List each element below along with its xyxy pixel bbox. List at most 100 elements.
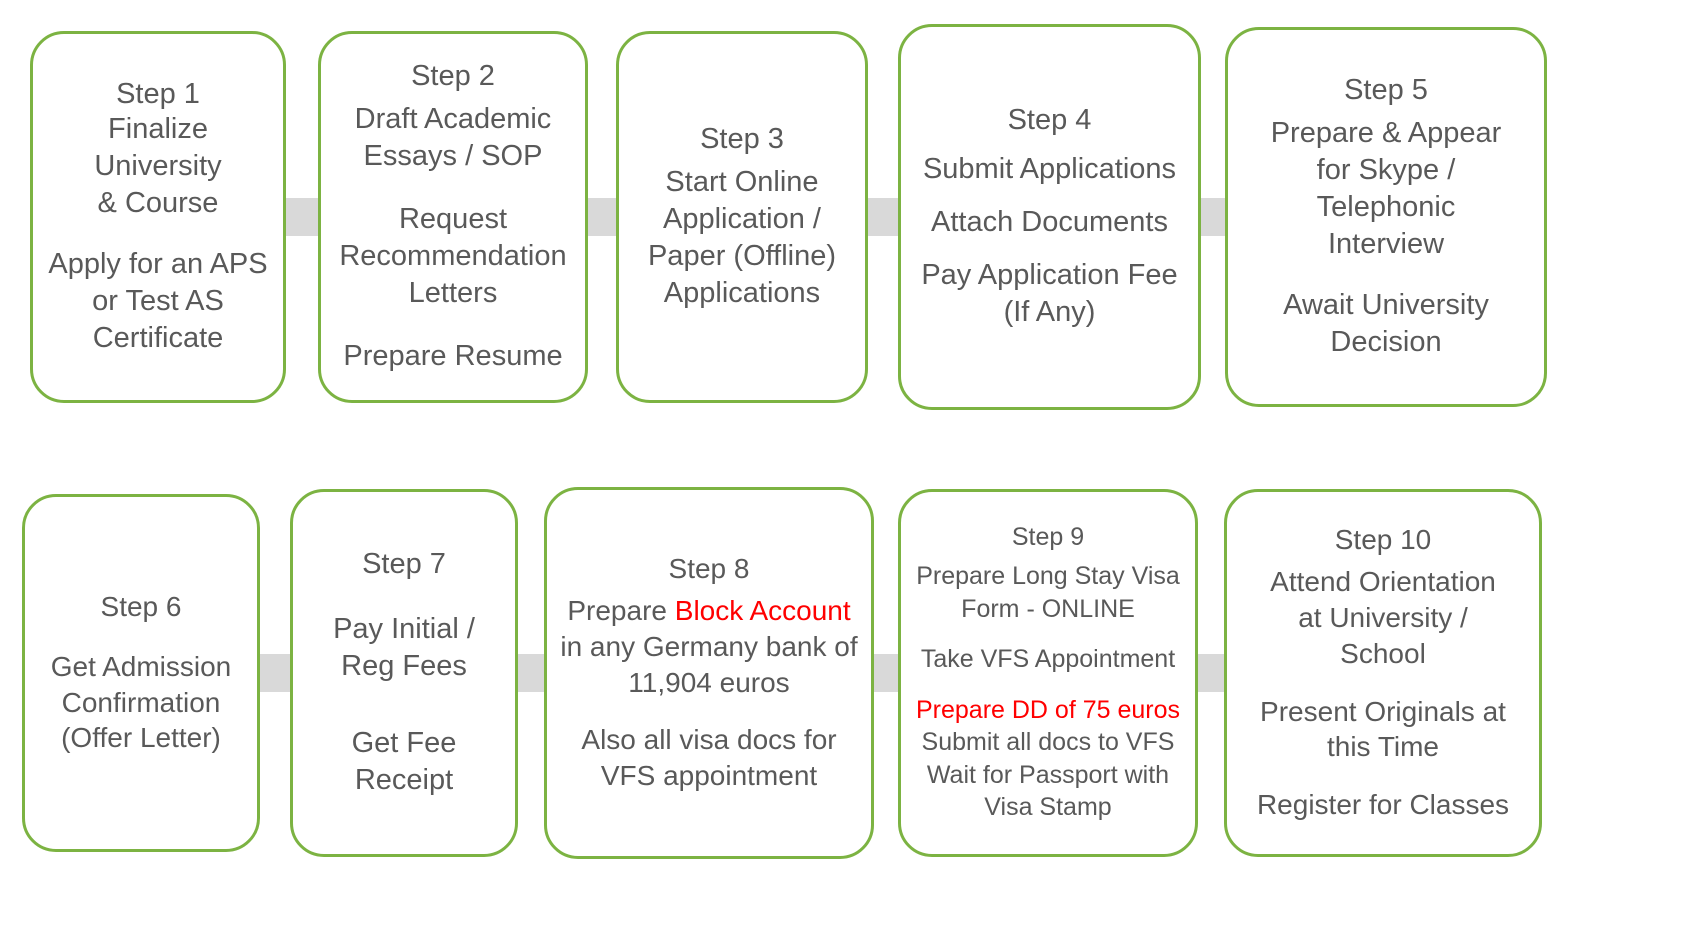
step-line: at University / bbox=[1298, 601, 1468, 633]
step-title: Step 3 bbox=[700, 122, 784, 155]
step-body-block: Prepare Block Account in any Germany ban… bbox=[555, 593, 863, 700]
step-line: Paper (Offline) bbox=[647, 240, 837, 273]
step-line: Prepare Long Stay Visa bbox=[916, 562, 1180, 590]
step-body-block: Get Admission Confirmation (Offer Letter… bbox=[51, 649, 232, 756]
step-text-highlight: Block Account bbox=[674, 594, 851, 626]
step-line: Present Originals at bbox=[1260, 695, 1506, 727]
step-body-block: Attend Orientation at University / Schoo… bbox=[1270, 564, 1496, 671]
step-title: Step 1 bbox=[116, 77, 200, 110]
step-line: Apply for an APS bbox=[48, 248, 268, 281]
step-title: Step 6 bbox=[100, 590, 182, 622]
step-card-9[interactable]: Step 9 Prepare Long Stay Visa Form - ONL… bbox=[898, 489, 1198, 857]
step-line: Await University bbox=[1283, 289, 1489, 322]
step-card-5[interactable]: Step 5 Prepare & Appear for Skype / Tele… bbox=[1225, 27, 1547, 407]
connector-6-7 bbox=[260, 654, 290, 692]
step-line: Finalize bbox=[108, 112, 208, 145]
step-body-block: Pay Initial / Reg Fees bbox=[333, 611, 475, 685]
step-line: Visa Stamp bbox=[984, 793, 1112, 821]
connector-8-9 bbox=[874, 654, 898, 692]
step-text-plain: in any Germany bank of 11,904 euros bbox=[560, 630, 858, 698]
step-body-block: Finalize University & Course bbox=[94, 111, 221, 222]
step-line: Start Online bbox=[665, 165, 819, 198]
step-line: (If Any) bbox=[1003, 296, 1096, 329]
step-line: School bbox=[1340, 637, 1426, 669]
step-title: Step 7 bbox=[362, 547, 446, 580]
step-body-block: Await University Decision bbox=[1283, 287, 1489, 361]
step-line: Certificate bbox=[92, 322, 224, 355]
step-body-block: Prepare & Appear for Skype / Telephonic … bbox=[1271, 115, 1502, 263]
step-line: & Course bbox=[97, 187, 219, 219]
step-card-3[interactable]: Step 3 Start Online Application / Paper … bbox=[616, 31, 868, 403]
step-text-plain: Prepare bbox=[567, 594, 675, 626]
step-line: Register for Classes bbox=[1256, 789, 1510, 821]
step-line: or Test AS bbox=[92, 285, 224, 318]
step-title: Step 4 bbox=[1007, 103, 1092, 136]
step-card-1[interactable]: Step 1 Finalize University & Course Appl… bbox=[30, 31, 286, 403]
step-line: Attach Documents bbox=[931, 206, 1168, 238]
step-line: Prepare DD of 75 euros bbox=[915, 695, 1181, 724]
step-line: Receipt bbox=[354, 764, 454, 797]
step-body-block: Pay Application Fee (If Any) bbox=[921, 257, 1177, 331]
step-line: VFS appointment bbox=[600, 760, 818, 792]
step-line: Recommendation bbox=[339, 240, 567, 273]
step-body-block: Start Online Application / Paper (Offlin… bbox=[648, 164, 836, 312]
step-body-block-highlight: Prepare DD of 75 euros bbox=[916, 694, 1180, 727]
connector-1-2 bbox=[286, 198, 318, 236]
step-title: Step 8 bbox=[668, 552, 750, 584]
step-line: Get Admission bbox=[50, 650, 232, 682]
process-row-2: Step 6 Get Admission Confirmation (Offer… bbox=[0, 478, 1690, 868]
connector-3-4 bbox=[868, 198, 898, 236]
step-line: Wait for Passport with bbox=[926, 760, 1170, 789]
step-body-block: Submit Applications bbox=[923, 151, 1176, 188]
step-line: Decision bbox=[1330, 326, 1442, 359]
step-line: Take VFS Appointment bbox=[920, 645, 1176, 673]
step-line: Prepare Resume bbox=[343, 340, 563, 373]
step-body-block: Attach Documents bbox=[931, 204, 1168, 241]
step-line: Prepare & Appear bbox=[1270, 116, 1502, 149]
connector-4-5 bbox=[1201, 198, 1225, 236]
step-line: (Offer Letter) bbox=[61, 722, 221, 754]
step-line: Telephonic bbox=[1316, 191, 1456, 223]
step-line: Submit Applications bbox=[922, 152, 1177, 185]
step-body-block: Prepare Resume bbox=[343, 338, 562, 375]
step-body-block: Also all visa docs for VFS appointment bbox=[581, 722, 836, 794]
step-line: Also all visa docs for bbox=[581, 724, 837, 756]
connector-2-3 bbox=[588, 198, 616, 236]
step-card-4[interactable]: Step 4 Submit Applications Attach Docume… bbox=[898, 24, 1201, 410]
step-line: Submit all docs to VFS bbox=[921, 728, 1175, 756]
step-body-block: Present Originals at this Time bbox=[1260, 694, 1506, 766]
step-line: Attend Orientation bbox=[1270, 566, 1496, 598]
step-card-8[interactable]: Step 8 Prepare Block Account in any Germ… bbox=[544, 487, 874, 859]
step-line: Pay Application Fee bbox=[921, 259, 1178, 292]
step-body-block: Take VFS Appointment bbox=[921, 643, 1175, 676]
step-line: for Skype / bbox=[1316, 153, 1456, 186]
step-title: Step 5 bbox=[1344, 73, 1428, 106]
step-card-6[interactable]: Step 6 Get Admission Confirmation (Offer… bbox=[22, 494, 260, 852]
step-body-block: Request Recommendation Letters bbox=[339, 201, 566, 312]
step-line: Request bbox=[398, 203, 507, 235]
step-body-block: Get Fee Receipt bbox=[352, 725, 457, 799]
step-line: Essays / SOP bbox=[363, 139, 543, 172]
step-body-block: Prepare Long Stay Visa Form - ONLINE bbox=[916, 560, 1180, 625]
step-line: Interview bbox=[1327, 228, 1445, 261]
step-body-block: Submit all docs to VFS Wait for Passport… bbox=[922, 726, 1175, 824]
step-body-block: Draft Academic Essays / SOP bbox=[355, 101, 552, 175]
step-title: Step 10 bbox=[1334, 524, 1432, 555]
step-card-2[interactable]: Step 2 Draft Academic Essays / SOP Reque… bbox=[318, 31, 588, 403]
step-line: University bbox=[94, 149, 222, 182]
connector-9-10 bbox=[1198, 654, 1224, 692]
step-card-10[interactable]: Step 10 Attend Orientation at University… bbox=[1224, 489, 1542, 857]
step-line: Form - ONLINE bbox=[961, 594, 1135, 623]
step-line: this Time bbox=[1326, 731, 1439, 763]
step-line: Confirmation bbox=[61, 686, 221, 718]
step-line: Letters bbox=[408, 277, 498, 310]
step-body-block: Register for Classes bbox=[1257, 787, 1509, 823]
step-line: Get Fee bbox=[351, 727, 457, 760]
step-line: Draft Academic bbox=[354, 102, 552, 135]
step-title: Step 2 bbox=[411, 59, 495, 92]
step-line: Applications bbox=[663, 277, 821, 310]
step-card-7[interactable]: Step 7 Pay Initial / Reg Fees Get Fee Re… bbox=[290, 489, 518, 857]
step-line: Pay Initial / bbox=[333, 612, 475, 645]
step-body-block: Apply for an APS or Test AS Certificate bbox=[48, 246, 267, 357]
